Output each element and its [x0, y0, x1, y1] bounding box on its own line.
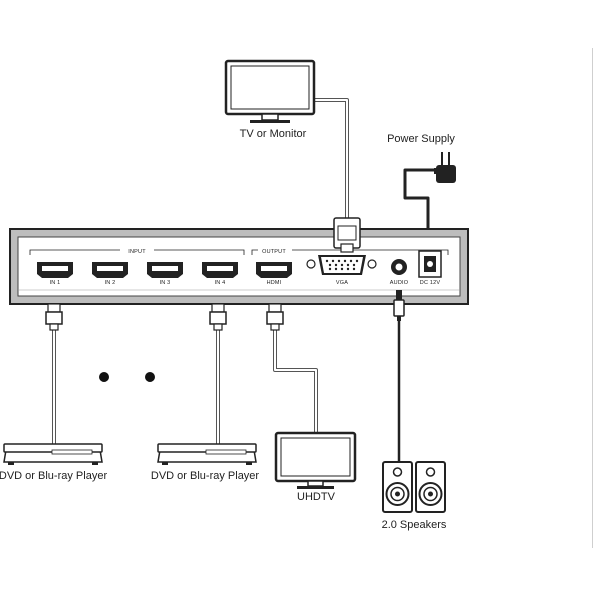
- speaker-left-icon: [382, 461, 413, 513]
- hdmi-plug-in1: [45, 303, 63, 331]
- speaker-right-icon: [415, 461, 446, 513]
- port-label-vga: VGA: [336, 280, 348, 286]
- vga-plug-icon: [333, 217, 361, 253]
- dvd-player-right-label: DVD or Blu-ray Player: [151, 470, 260, 482]
- vga-port: [306, 255, 377, 275]
- audio-jack: [391, 259, 407, 275]
- ellipsis-dot-2: [145, 372, 155, 382]
- hdmi-port-in2: [92, 262, 128, 278]
- speakers-label: 2.0 Speakers: [382, 519, 447, 531]
- hdmi-plug-in4: [209, 303, 227, 331]
- port-label-dc: DC 12V: [420, 280, 441, 286]
- port-label-in4: IN 4: [215, 280, 226, 286]
- hdmi-port-out: [256, 262, 292, 278]
- port-label-in2: IN 2: [105, 280, 116, 286]
- power-cable: [403, 168, 438, 232]
- hdmi-port-in4: [202, 262, 238, 278]
- power-supply-label: Power Supply: [387, 133, 455, 145]
- output-group-label: OUTPUT: [262, 249, 286, 255]
- audio-plug-icon: [393, 290, 405, 321]
- port-label-in3: IN 3: [160, 280, 171, 286]
- tv-monitor-label: TV or Monitor: [240, 128, 307, 140]
- hdmi-plug-out: [266, 303, 284, 331]
- hdmi-port-in1: [37, 262, 73, 278]
- dvd-player-left-icon: [3, 443, 103, 465]
- dvd-player-left-label: DVD or Blu-ray Player: [0, 470, 107, 482]
- input-group-label: INPUT: [128, 249, 146, 255]
- power-adapter-icon: [434, 152, 456, 183]
- dvd-player-right-icon: [157, 443, 257, 465]
- port-label-audio: AUDIO: [390, 280, 409, 286]
- port-label-hdmi: HDMI: [267, 280, 282, 286]
- port-label-in1: IN 1: [50, 280, 61, 286]
- ellipsis-dot-1: [99, 372, 109, 382]
- hdmi-port-in3: [147, 262, 183, 278]
- page-divider: [592, 48, 593, 548]
- tv-monitor-icon: [224, 59, 316, 123]
- input-group: INPUT: [29, 246, 245, 255]
- dc-jack: [418, 250, 442, 278]
- uhdtv-label: UHDTV: [297, 491, 336, 503]
- hdmi-cable-out: [273, 330, 318, 434]
- uhdtv-icon: [274, 431, 357, 489]
